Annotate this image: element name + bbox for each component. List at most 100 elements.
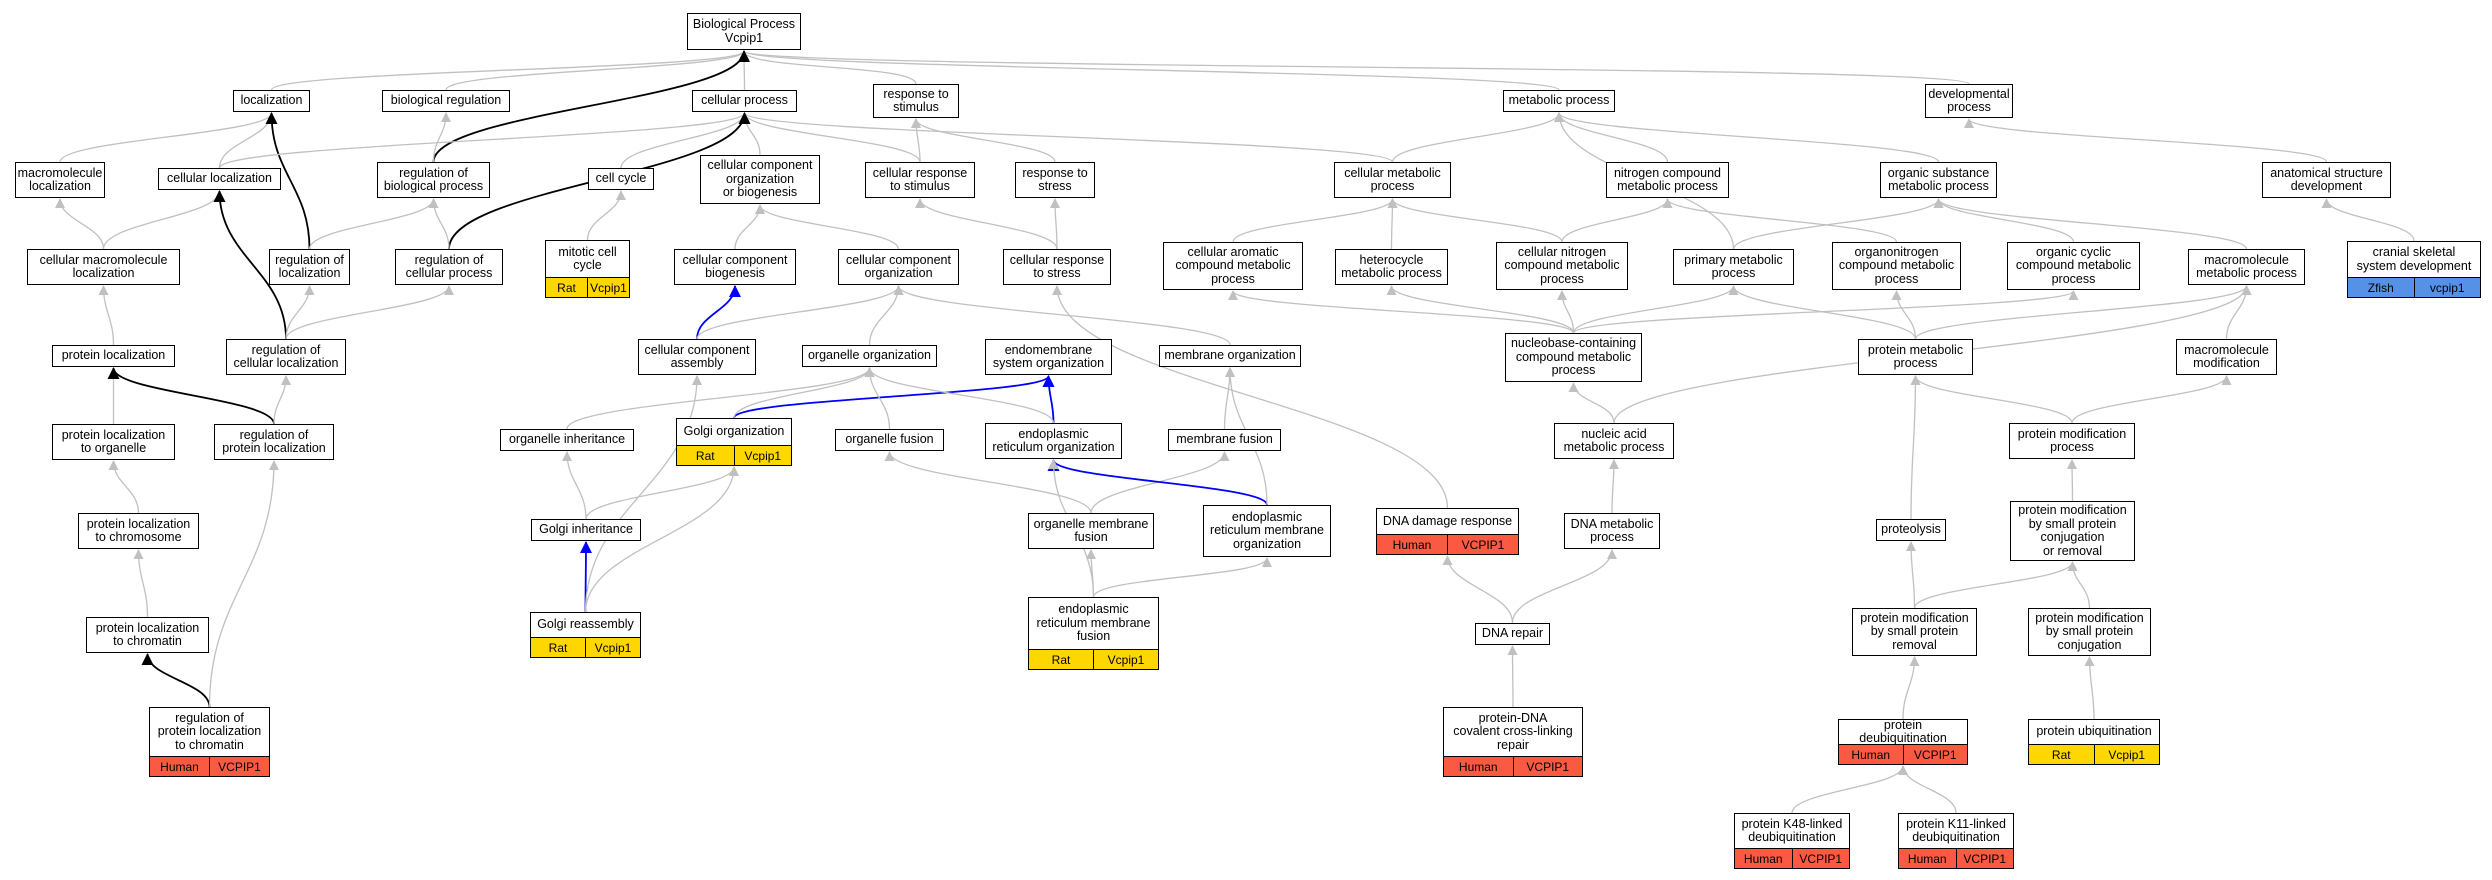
go-term-label[interactable]: cellular component organization or bioge… xyxy=(700,155,820,204)
go-term-node-organonitro[interactable]: organonitrogen compound metabolic proces… xyxy=(1832,242,1961,290)
go-term-label[interactable]: organelle fusion xyxy=(835,429,944,451)
go-term-label[interactable]: heterocycle metabolic process xyxy=(1335,249,1448,285)
go-term-node-cellnitro[interactable]: cellular nitrogen compound metabolic pro… xyxy=(1496,242,1628,290)
go-term-node-ccorg[interactable]: cellular component organization or bioge… xyxy=(700,155,820,204)
go-term-node-cellrespstress[interactable]: cellular response to stress xyxy=(1003,249,1111,285)
go-term-node-endomem[interactable]: endomembrane system organization xyxy=(985,339,1112,375)
go-term-label[interactable]: anatomical structure development xyxy=(2262,162,2391,198)
go-term-label[interactable]: regulation of biological process xyxy=(377,162,490,198)
go-term-label[interactable]: cellular component biogenesis xyxy=(674,249,796,285)
go-term-node-orgfusion[interactable]: organelle fusion xyxy=(835,429,944,451)
go-term-node-resp[interactable]: response to stimulus xyxy=(873,84,959,118)
go-term-label[interactable]: developmental process xyxy=(1925,84,2013,118)
go-term-node-regprotloc[interactable]: regulation of protein localization xyxy=(214,424,334,460)
go-term-node-bp[interactable]: Biological Process Vcpip1 xyxy=(687,13,801,50)
go-term-node-regprotloc2chromatin[interactable]: regulation of protein localization to ch… xyxy=(149,707,270,777)
go-term-node-respstress[interactable]: response to stress xyxy=(1015,162,1095,198)
go-term-node-regloc[interactable]: regulation of localization xyxy=(269,249,350,285)
go-term-label[interactable]: nucleobase-containing compound metabolic… xyxy=(1505,333,1642,382)
go-term-node-ccbio[interactable]: cellular component biogenesis xyxy=(674,249,796,285)
go-term-node-ermemorg[interactable]: endoplasmic reticulum membrane organizat… xyxy=(1203,505,1331,557)
go-term-node-macrometab[interactable]: macromolecule metabolic process xyxy=(2188,249,2305,285)
go-term-label[interactable]: protein K11-linked deubiquitination xyxy=(1898,813,2014,849)
go-term-node-orgsub[interactable]: organic substance metabolic process xyxy=(1880,162,1997,198)
go-term-label[interactable]: organic cyclic compound metabolic proces… xyxy=(2007,242,2140,290)
go-term-label[interactable]: macromolecule localization xyxy=(15,162,105,198)
go-term-node-regbio[interactable]: regulation of biological process xyxy=(377,162,490,198)
go-term-node-protmodconj[interactable]: protein modification by small protein co… xyxy=(2028,608,2151,656)
go-term-label[interactable]: regulation of protein localization xyxy=(214,424,334,460)
go-term-label[interactable]: nitrogen compound metabolic process xyxy=(1606,162,1729,198)
go-term-node-ccassembly[interactable]: cellular component assembly xyxy=(638,339,756,375)
go-term-label[interactable]: cellular macromolecule localization xyxy=(27,249,180,285)
go-term-label[interactable]: macromolecule modification xyxy=(2176,339,2277,375)
go-term-label[interactable]: Biological Process Vcpip1 xyxy=(687,13,801,50)
go-term-label[interactable]: organic substance metabolic process xyxy=(1880,162,1997,198)
go-term-node-cellproc[interactable]: cellular process xyxy=(692,90,797,112)
go-term-label[interactable]: endoplasmic reticulum membrane organizat… xyxy=(1203,505,1331,557)
go-term-node-protmodremoval[interactable]: protein modification by small protein re… xyxy=(1852,608,1977,656)
go-term-label[interactable]: localization xyxy=(233,90,310,112)
go-term-node-nucacid[interactable]: nucleic acid metabolic process xyxy=(1554,423,1674,459)
go-term-label[interactable]: protein modification by small protein co… xyxy=(2028,608,2151,656)
go-term-node-dnarepair[interactable]: DNA repair xyxy=(1475,623,1550,645)
go-term-label[interactable]: primary metabolic process xyxy=(1673,249,1794,285)
go-term-node-proteolysis[interactable]: proteolysis xyxy=(1876,519,1946,541)
go-term-label[interactable]: cellular process xyxy=(692,90,797,112)
go-term-label[interactable]: endoplasmic reticulum organization xyxy=(985,423,1122,459)
go-term-node-memorg[interactable]: membrane organization xyxy=(1159,345,1301,367)
go-term-node-anat[interactable]: anatomical structure development xyxy=(2262,162,2391,198)
go-term-node-protmodsmall[interactable]: protein modification by small protein co… xyxy=(2010,501,2135,561)
go-term-label[interactable]: cellular nitrogen compound metabolic pro… xyxy=(1496,242,1628,290)
go-term-label[interactable]: Golgi inheritance xyxy=(531,519,641,541)
go-term-label[interactable]: protein localization to organelle xyxy=(52,424,175,460)
go-term-node-orginherit[interactable]: organelle inheritance xyxy=(500,429,634,451)
go-term-node-protloc2org[interactable]: protein localization to organelle xyxy=(52,424,175,460)
go-term-label[interactable]: cranial skeletal system development xyxy=(2347,241,2481,278)
go-term-label[interactable]: protein modification by small protein re… xyxy=(1852,608,1977,656)
go-term-node-regcellloc[interactable]: regulation of cellular localization xyxy=(226,339,346,375)
go-term-label[interactable]: protein deubiquitination xyxy=(1838,718,1968,745)
go-term-node-cellcycle[interactable]: cell cycle xyxy=(588,168,654,190)
go-term-label[interactable]: endoplasmic reticulum membrane fusion xyxy=(1028,597,1159,650)
go-term-node-metab[interactable]: metabolic process xyxy=(1503,90,1615,112)
go-term-node-bioreg[interactable]: biological regulation xyxy=(382,90,510,112)
go-term-node-arom[interactable]: cellular aromatic compound metabolic pro… xyxy=(1163,242,1303,290)
go-term-node-protmetab[interactable]: protein metabolic process xyxy=(1858,339,1973,375)
go-term-label[interactable]: protein localization to chromatin xyxy=(86,617,209,653)
go-term-label[interactable]: protein metabolic process xyxy=(1858,339,1973,375)
go-term-node-cellmacroloc[interactable]: cellular macromolecule localization xyxy=(27,249,180,285)
go-term-node-cellmetab[interactable]: cellular metabolic process xyxy=(1334,162,1451,198)
go-term-label[interactable]: cellular metabolic process xyxy=(1334,162,1451,198)
go-term-node-loc[interactable]: localization xyxy=(233,90,310,112)
go-term-label[interactable]: Golgi reassembly xyxy=(530,612,641,638)
go-term-node-memfusion[interactable]: membrane fusion xyxy=(1168,429,1281,451)
go-term-label[interactable]: response to stress xyxy=(1015,162,1095,198)
go-term-node-cellloc[interactable]: cellular localization xyxy=(158,168,281,190)
go-term-label[interactable]: response to stimulus xyxy=(873,84,959,118)
go-term-node-protloc2chromatin[interactable]: protein localization to chromatin xyxy=(86,617,209,653)
go-term-node-cellresp[interactable]: cellular response to stimulus xyxy=(865,162,975,198)
go-term-label[interactable]: cell cycle xyxy=(588,168,654,190)
go-term-label[interactable]: organelle inheritance xyxy=(500,429,634,451)
go-term-label[interactable]: protein localization xyxy=(52,345,175,367)
go-term-label[interactable]: mitotic cell cycle xyxy=(545,240,630,278)
go-term-label[interactable]: biological regulation xyxy=(382,90,510,112)
go-term-node-nitro[interactable]: nitrogen compound metabolic process xyxy=(1606,162,1729,198)
go-term-node-protdna[interactable]: protein-DNA covalent cross-linking repai… xyxy=(1443,707,1583,777)
go-term-node-dnametab[interactable]: DNA metabolic process xyxy=(1564,513,1660,549)
go-term-node-orgmemfusion[interactable]: organelle membrane fusion xyxy=(1028,513,1154,549)
go-term-node-orgcyclic[interactable]: organic cyclic compound metabolic proces… xyxy=(2007,242,2140,290)
go-term-label[interactable]: protein ubiquitination xyxy=(2028,719,2160,745)
go-term-label[interactable]: nucleic acid metabolic process xyxy=(1554,423,1674,459)
go-term-node-primary[interactable]: primary metabolic process xyxy=(1673,249,1794,285)
go-term-node-erorg[interactable]: endoplasmic reticulum organization xyxy=(985,423,1122,459)
go-term-node-regcell[interactable]: regulation of cellular process xyxy=(395,249,503,285)
go-term-label[interactable]: organonitrogen compound metabolic proces… xyxy=(1832,242,1961,290)
